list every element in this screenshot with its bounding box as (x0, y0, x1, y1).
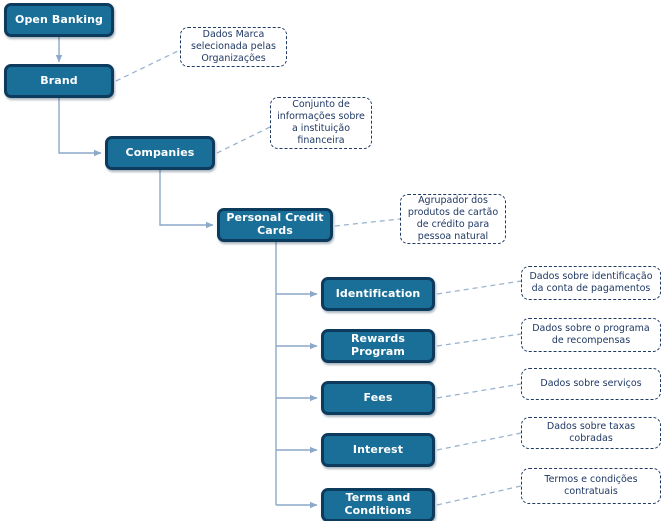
node-open-banking-label: Open Banking (15, 12, 103, 26)
note-identification: Dados sobre identificação da conta de pa… (521, 266, 661, 300)
leader-personal-credit-cards-note (334, 218, 401, 227)
node-personal-credit-cards[interactable]: Personal Credit Cards (217, 208, 333, 242)
node-companies-label: Companies (125, 145, 195, 159)
note-companies: Conjunto de informações sobre a institui… (270, 97, 372, 149)
edge-companies-to-personal-credit-cards (159, 170, 214, 229)
note-interest-text: Dados sobre taxas cobradas (546, 420, 636, 444)
note-interest: Dados sobre taxas cobradas (521, 417, 661, 449)
node-interest[interactable]: Interest (321, 433, 435, 467)
leader-brand-note (115, 49, 181, 82)
node-brand[interactable]: Brand (4, 64, 114, 98)
note-identification-text: Dados sobre identificação da conta de pa… (529, 270, 653, 294)
leader-rewards-program-note (436, 333, 522, 347)
node-fees-label: Fees (363, 390, 393, 404)
leader-terms-and-conditions-note (436, 485, 522, 506)
node-identification[interactable]: Identification (321, 277, 435, 311)
leader-fees-note (436, 383, 522, 399)
node-personal-credit-cards-label: Personal Credit Cards (226, 211, 324, 237)
node-brand-label: Brand (40, 73, 78, 87)
leader-companies-note (216, 126, 271, 154)
node-terms-and-conditions-label: Terms and Conditions (344, 491, 412, 517)
node-interest-label: Interest (352, 442, 404, 456)
note-rewards-program-text: Dados sobre o programa de recompensas (532, 322, 650, 346)
note-personal-credit-cards-text: Agrupador dos produtos de cartão de créd… (407, 194, 499, 243)
note-brand: Dados Marca selecionada pelas Organizaçõ… (180, 27, 287, 67)
note-rewards-program: Dados sobre o programa de recompensas (521, 318, 661, 352)
node-rewards-program[interactable]: Rewards Program (321, 329, 435, 363)
note-brand-text: Dados Marca selecionada pelas Organizaçõ… (191, 28, 276, 65)
node-open-banking[interactable]: Open Banking (4, 3, 114, 37)
note-fees: Dados sobre serviços (521, 368, 661, 400)
note-terms-and-conditions-text: Termos e condições contratuais (544, 473, 638, 497)
node-terms-and-conditions[interactable]: Terms and Conditions (321, 488, 435, 521)
node-rewards-program-label: Rewards Program (350, 332, 406, 358)
leader-interest-note (436, 432, 522, 451)
note-companies-text: Conjunto de informações sobre a institui… (277, 98, 365, 147)
node-identification-label: Identification (335, 286, 421, 300)
leader-identification-note (436, 280, 522, 295)
note-terms-and-conditions: Termos e condições contratuais (521, 468, 661, 504)
note-personal-credit-cards: Agrupador dos produtos de cartão de créd… (400, 194, 506, 244)
node-companies[interactable]: Companies (105, 136, 215, 170)
node-fees[interactable]: Fees (321, 381, 435, 415)
note-fees-text: Dados sobre serviços (540, 377, 642, 389)
edge-brand-to-companies (58, 98, 102, 157)
